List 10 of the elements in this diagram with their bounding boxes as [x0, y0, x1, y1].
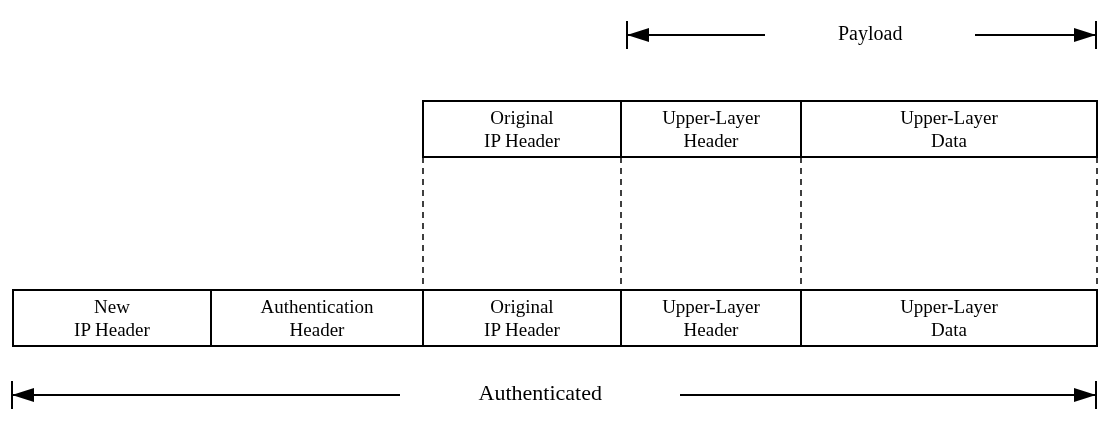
header-field: Original IP Header — [422, 100, 622, 158]
header-field: Upper-Layer Header — [620, 100, 802, 158]
header-field: Authentication Header — [210, 289, 424, 347]
dimension-label: Payload — [838, 22, 903, 45]
dimension-label: Authenticated — [478, 380, 602, 406]
header-field: Original IP Header — [422, 289, 622, 347]
header-field: Upper-Layer Data — [800, 289, 1098, 347]
header-field: Upper-Layer Data — [800, 100, 1098, 158]
header-field: New IP Header — [12, 289, 212, 347]
header-field: Upper-Layer Header — [620, 289, 802, 347]
